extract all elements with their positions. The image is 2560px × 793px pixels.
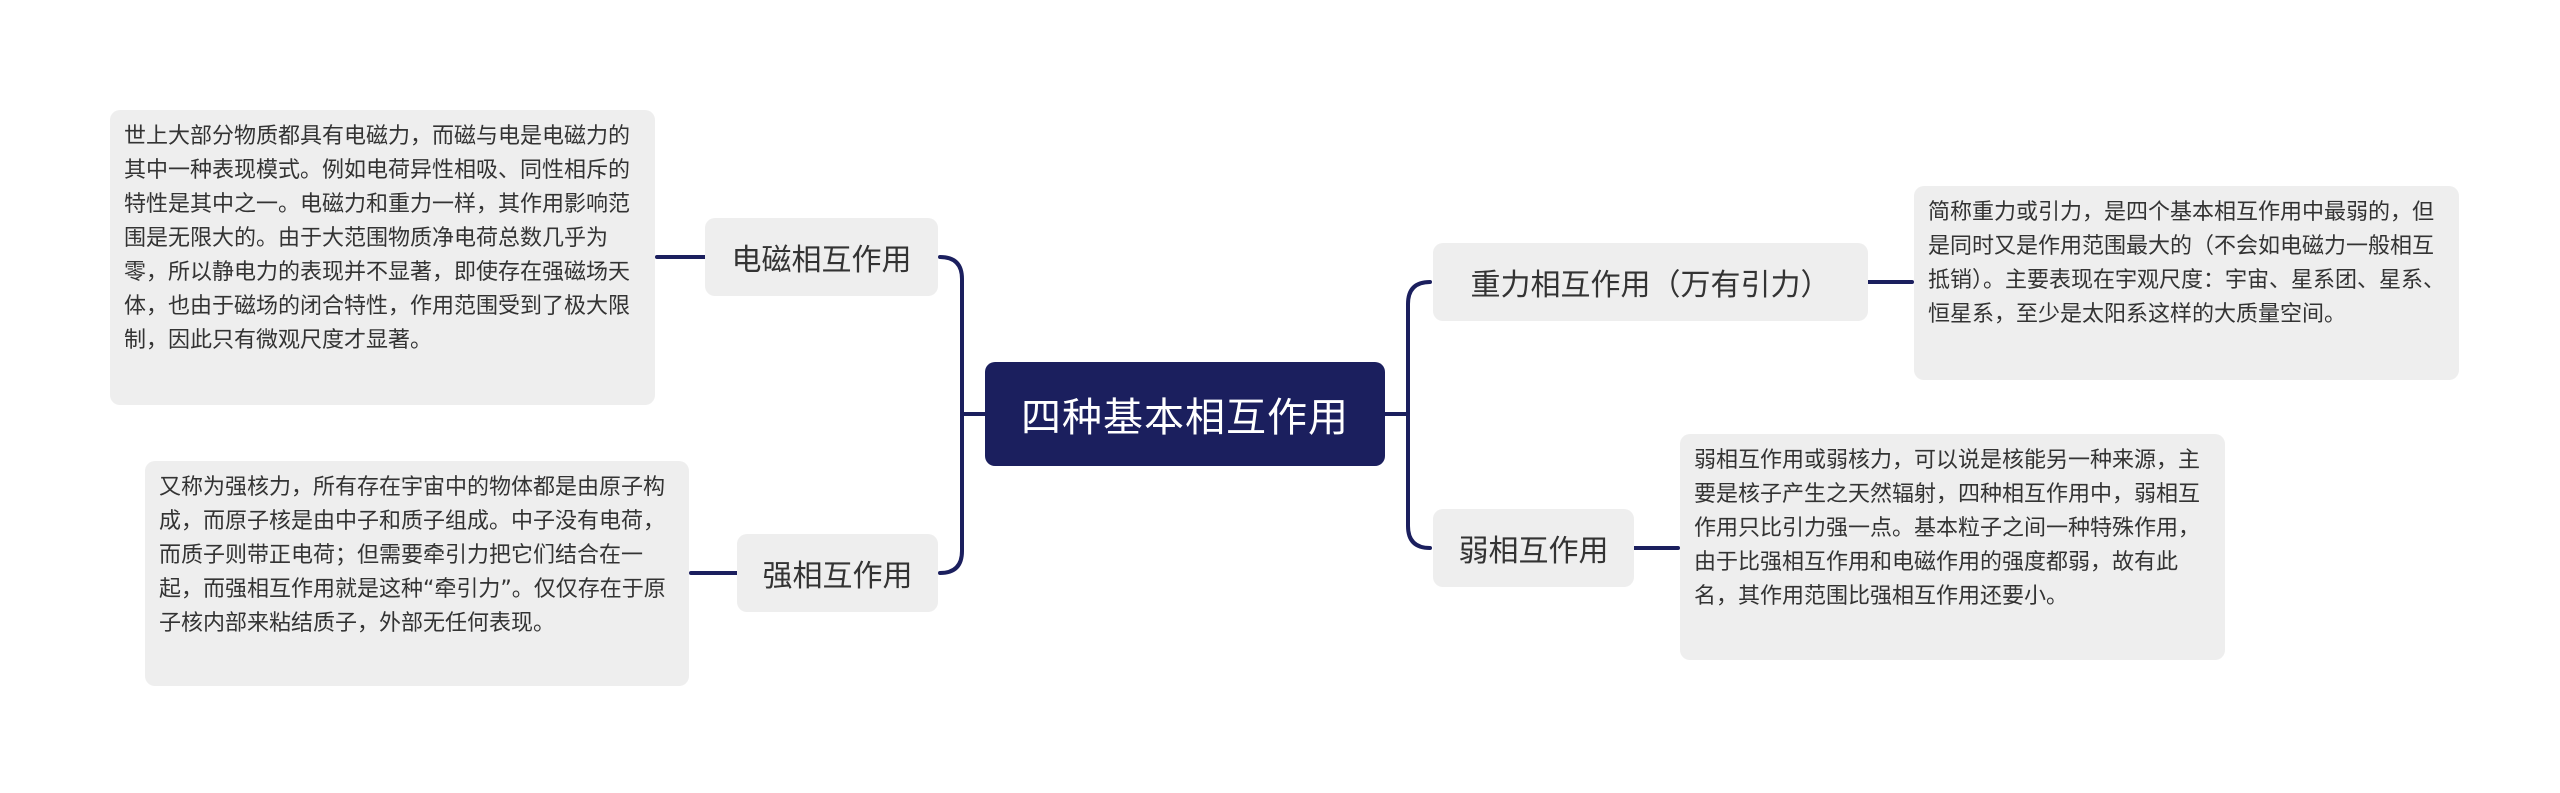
detail-electromagnetic[interactable]: 世上大部分物质都具有电磁力，而磁与电是电磁力的其中一种表现模式。例如电荷异性相吸…: [110, 110, 655, 405]
connector-to-strong: [938, 412, 964, 575]
branch-gravity-label: 重力相互作用（万有引力）: [1470, 268, 1831, 303]
connector-to-weak: [1406, 412, 1432, 550]
detail-strong[interactable]: 又称为强核力，所有存在宇宙中的物体都是由原子构成，而原子核是由中子和质子组成。中…: [145, 461, 689, 686]
central-topic[interactable]: 四种基本相互作用: [985, 362, 1385, 466]
branch-weak[interactable]: 弱相互作用: [1433, 509, 1634, 587]
detail-weak[interactable]: 弱相互作用或弱核力，可以说是核能另一种来源，主要是核子产生之天然辐射，四种相互作…: [1680, 434, 2225, 660]
detail-electromagnetic-text: 世上大部分物质都具有电磁力，而磁与电是电磁力的其中一种表现模式。例如电荷异性相吸…: [124, 124, 631, 353]
branch-weak-label: 弱相互作用: [1458, 534, 1609, 569]
detail-strong-text: 又称为强核力，所有存在宇宙中的物体都是由原子构成，而原子核是由中子和质子组成。中…: [159, 475, 666, 636]
connector-to-gravity: [1406, 280, 1432, 416]
detail-weak-text: 弱相互作用或弱核力，可以说是核能另一种来源，主要是核子产生之天然辐射，四种相互作…: [1694, 448, 2201, 609]
branch-electromagnetic-label: 电磁相互作用: [731, 243, 912, 278]
central-topic-label: 四种基本相互作用: [1021, 395, 1349, 441]
detail-gravity[interactable]: 简称重力或引力，是四个基本相互作用中最弱的，但是同时又是作用范围最大的（不会如电…: [1914, 186, 2459, 380]
branch-strong-label: 强相互作用: [762, 559, 913, 594]
branch-electromagnetic[interactable]: 电磁相互作用: [705, 218, 938, 296]
branch-strong[interactable]: 强相互作用: [737, 534, 938, 612]
connector-to-electromagnetic: [938, 255, 964, 416]
branch-gravity[interactable]: 重力相互作用（万有引力）: [1433, 243, 1868, 321]
detail-gravity-text: 简称重力或引力，是四个基本相互作用中最弱的，但是同时又是作用范围最大的（不会如电…: [1928, 200, 2446, 327]
